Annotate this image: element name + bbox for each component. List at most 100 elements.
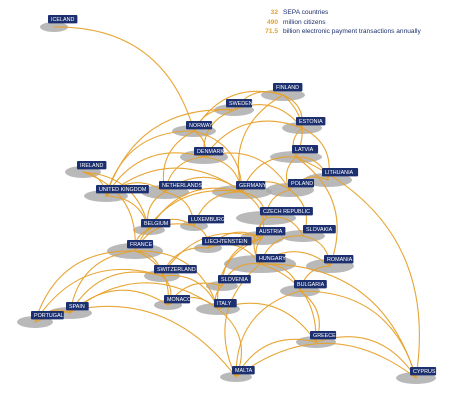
country-name: ESTONIA [299, 119, 323, 125]
country-name: SLOVENIA [221, 277, 248, 283]
country-name: ROMANIA [327, 257, 353, 263]
label-box [324, 255, 354, 264]
country-name: POLAND [291, 181, 313, 187]
label-latvia: LATVIA [292, 145, 319, 154]
label-box [96, 185, 149, 194]
arc-malta-cyprus [235, 342, 417, 379]
label-monaco: MONACO [164, 295, 191, 304]
arc-switzerland-portugal [34, 268, 163, 323]
label-box [256, 254, 286, 263]
label-box [260, 207, 313, 216]
label-slovakia: SLOVAKIA [303, 225, 336, 234]
legend-countries-value: 32 [270, 9, 278, 16]
arc-latvia-romania [295, 156, 338, 267]
arc-denmark-united-kingdom [105, 152, 205, 197]
country-name: SWEDEN [229, 101, 253, 107]
label-belgium: BELGIUM [141, 219, 171, 228]
label-box [154, 265, 197, 274]
label-finland: FINLAND [273, 83, 303, 92]
arc-finland-germany [237, 94, 284, 193]
label-box [186, 121, 213, 130]
country-name: GREECE [313, 333, 336, 339]
country-name: IRELAND [80, 163, 103, 169]
country-name: MALTA [235, 368, 253, 374]
label-box [159, 181, 202, 190]
legend-transactions-text: billion electronic payment transactions … [283, 28, 421, 36]
label-box [218, 275, 251, 284]
label-greece: GREECE [310, 331, 337, 340]
label-box [256, 227, 286, 236]
country-name: DENMARK [197, 149, 224, 155]
label-box [66, 302, 89, 311]
country-name: MONACO [167, 297, 191, 303]
country-name: LIECHTENSTEIN [205, 239, 248, 245]
label-cyprus: CYPRUS [410, 367, 437, 376]
label-box [294, 280, 327, 289]
arc-france-spain [69, 250, 136, 314]
label-spain: SPAIN [66, 302, 89, 311]
label-germany: GERMANY [236, 181, 267, 190]
label-austria: AUSTRIA [256, 227, 286, 236]
label-box [141, 219, 171, 228]
country-name: BELGIUM [144, 221, 169, 227]
legend-row-countries: 32 SEPA countries [258, 8, 421, 18]
arc-portugal-malta [34, 305, 237, 378]
label-box [236, 181, 266, 190]
label-box [188, 215, 225, 224]
country-name: AUSTRIA [259, 229, 283, 235]
arc-czech-republic-slovakia [265, 216, 304, 237]
label-box [296, 117, 326, 126]
label-switzerland: SWITZERLAND [154, 265, 197, 274]
label-box [77, 161, 107, 170]
arc-hungary-cyprus [259, 263, 417, 379]
arc-bulgaria-malta [235, 290, 301, 378]
country-name: FRANCE [130, 242, 153, 248]
label-sweden: SWEDEN [226, 99, 253, 108]
country-name: CZECH REPUBLIC [263, 209, 310, 215]
label-box [273, 83, 303, 92]
label-hungary: HUNGARY [256, 254, 286, 263]
legend-citizens-value: 490 [266, 18, 278, 26]
label-norway: NORWAY [186, 121, 213, 130]
country-name: SLOVAKIA [306, 227, 333, 233]
label-box [226, 99, 253, 108]
label-italy: ITALY [214, 299, 237, 308]
label-box [164, 295, 191, 304]
arc-iceland-norway [53, 26, 195, 132]
arc-belgium-france [134, 229, 150, 252]
label-bulgaria: BULGARIA [294, 280, 327, 289]
label-united-kingdom: UNITED KINGDOM [96, 185, 149, 194]
label-box [310, 331, 337, 340]
label-slovenia: SLOVENIA [218, 275, 251, 284]
label-box [303, 225, 336, 234]
country-labels: ICELAND FINLAND SWEDEN NORWAY ESTONIA DENMARK… [31, 15, 437, 376]
label-czech-republic: CZECH REPUBLIC [260, 207, 313, 216]
label-box [202, 237, 252, 246]
arc-germany-france [134, 189, 243, 252]
label-box [31, 311, 64, 320]
country-name: SPAIN [69, 304, 85, 310]
country-name: NETHERLANDS [162, 183, 203, 189]
arc-austria-italy [216, 237, 263, 310]
arc-norway-united-kingdom [105, 130, 195, 197]
label-box [194, 147, 224, 156]
label-iceland: ICELAND [48, 15, 78, 24]
label-estonia: ESTONIA [296, 117, 326, 126]
label-box [127, 240, 154, 249]
label-denmark: DENMARK [194, 147, 224, 156]
label-lithuania: LITHUANIA [322, 168, 359, 177]
label-luxemburg: LUXEMBURG [188, 215, 225, 224]
country-name: CYPRUS [413, 369, 436, 375]
arc-ireland-france [82, 171, 136, 252]
label-ireland: IRELAND [77, 161, 107, 170]
label-box [410, 367, 437, 376]
label-box [48, 15, 78, 24]
label-box [292, 145, 319, 154]
legend-countries-text: SEPA countries [283, 9, 329, 16]
arc-spain-italy [69, 282, 219, 314]
country-name: ITALY [217, 301, 232, 307]
